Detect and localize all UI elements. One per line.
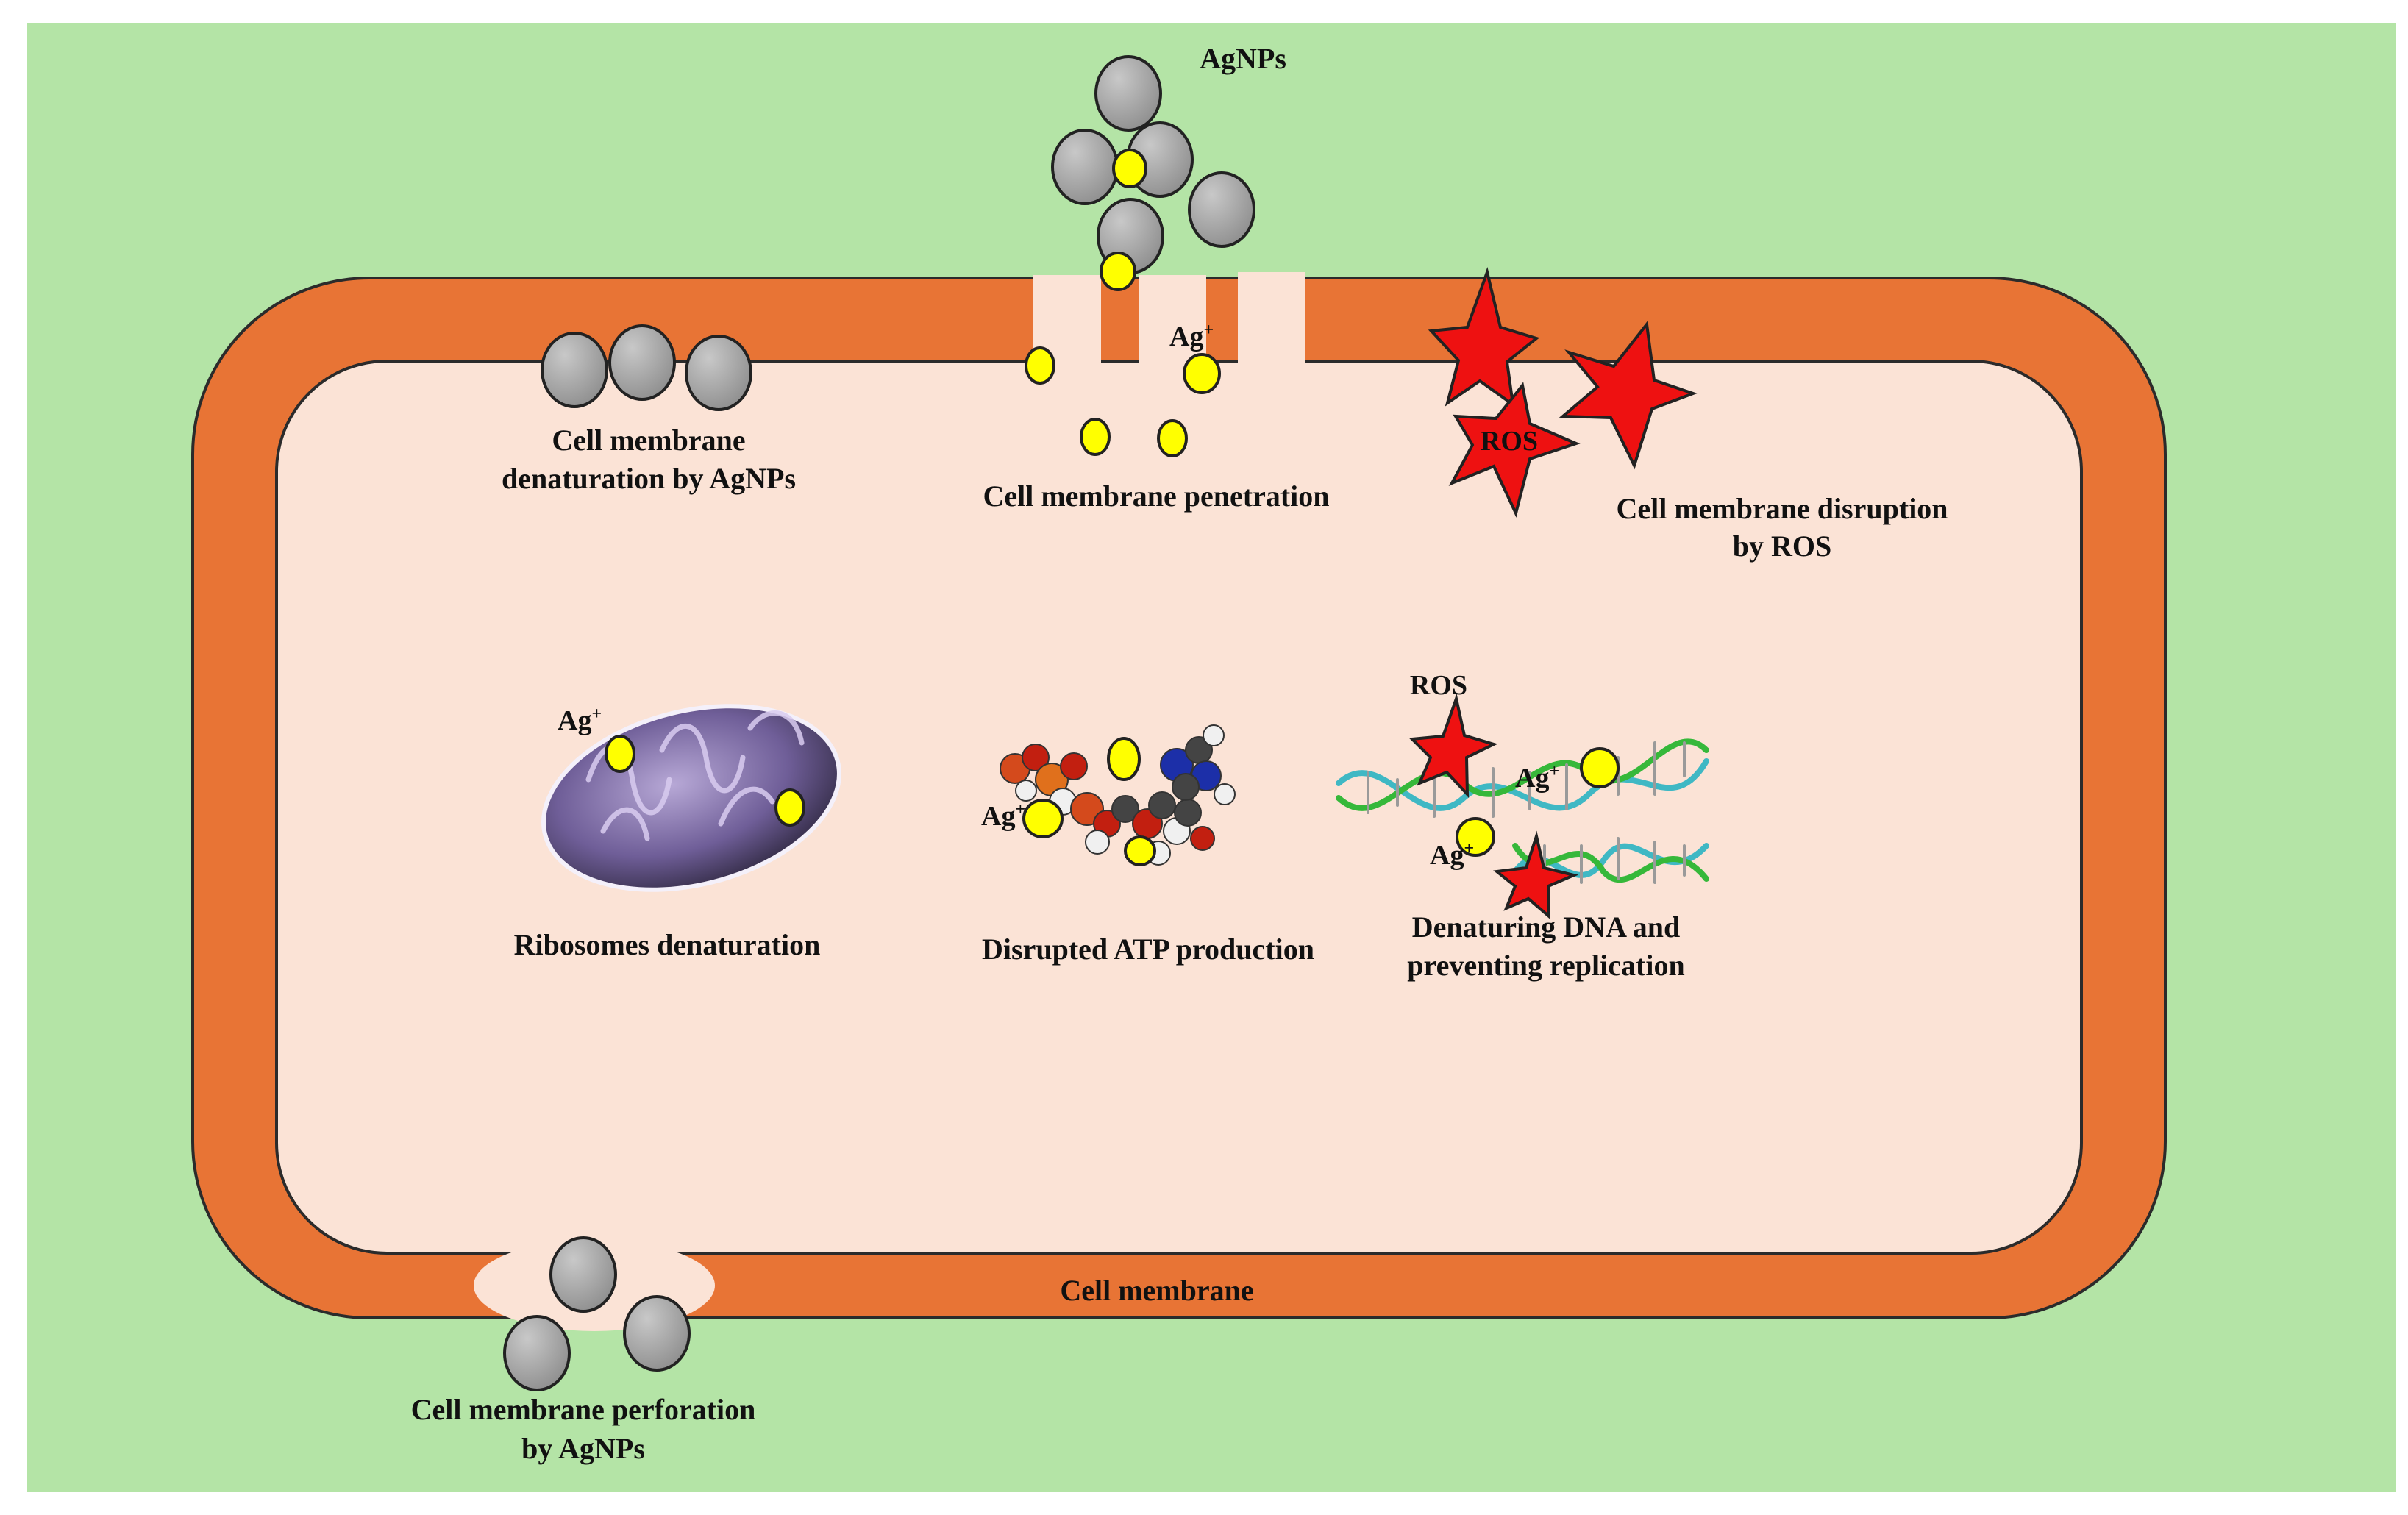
membrane-pore [1238,272,1305,363]
silver-ion-icon [605,735,635,773]
ag-ion-label: Ag+ [558,705,602,736]
dna-label-line2: preventing replication [1407,949,1684,982]
silver-ion-icon [1100,252,1136,291]
silver-ion-icon [774,788,805,827]
nanoparticle-icon [1094,55,1162,132]
ag-ions-mitochondrion [605,735,805,827]
agnps-label: AgNPs [1200,42,1286,75]
silver-ion-icon [1022,799,1064,838]
nanoparticle-icon [549,1236,617,1313]
perforation-label-line2: by AgNPs [521,1432,645,1465]
silver-ion-icon [1025,346,1055,385]
silver-ion-icon [1580,747,1620,788]
ribosomes-label: Ribosomes denaturation [514,928,821,961]
ag-ion-label: Ag+ [1515,762,1559,794]
ag-ion-label: Ag+ [1430,839,1474,871]
ag-ions-atp [1022,737,1156,866]
ros-disruption-group [1428,267,1698,518]
membrane-pore [1139,275,1206,363]
nanoparticle-icon [623,1295,691,1372]
denaturation-agnps [541,324,752,411]
penetration-label: Cell membrane penetration [983,480,1329,513]
silver-ion-icon [1107,737,1141,781]
ag-ions-top [1025,149,1221,457]
nanoparticle-icon [685,335,752,411]
ros-label-membrane: ROS [1481,426,1538,457]
silver-ion-icon [1124,835,1156,866]
disruption-label-line1: Cell membrane disruption [1616,492,1948,525]
ros-label-dna: ROS [1410,670,1467,701]
nanoparticle-icon [541,332,608,408]
silver-ion-icon [1157,419,1188,457]
silver-ion-icon [1112,149,1147,188]
agnps-cluster [1051,55,1255,274]
perforation-label-line1: Cell membrane perforation [411,1393,756,1426]
disruption-label-line2: by ROS [1733,530,1832,563]
atp-molecule-icon [1000,724,1236,866]
ag-ion-label: Ag+ [1169,321,1214,352]
ros-star-icon [1408,693,1498,799]
ros-dna-group [1408,693,1579,919]
ros-star-icon [1493,830,1579,919]
silver-ion-icon [1456,817,1495,857]
atp-label: Disrupted ATP production [982,933,1314,966]
silver-ion-icon [1183,353,1221,394]
ag-ion-label: Ag+ [981,800,1025,832]
ros-star-icon [1559,321,1698,470]
nanoparticle-icon [503,1315,571,1391]
nanoparticle-icon [1188,171,1255,248]
silver-ion-icon [1080,418,1111,456]
membrane-label: Cell membrane [1060,1274,1253,1307]
nanoparticle-icon [608,324,676,401]
ros-star-icon [1448,382,1581,518]
perforation-agnps [503,1236,691,1391]
nanoparticle-icon [1051,129,1119,205]
dna-label-line1: Denaturing DNA and [1412,910,1681,944]
denaturation-label-line2: denaturation by AgNPs [502,462,796,495]
ag-ions-dna [1456,747,1620,857]
ros-star-icon [1428,267,1540,408]
denaturation-label-line1: Cell membrane [552,424,745,457]
